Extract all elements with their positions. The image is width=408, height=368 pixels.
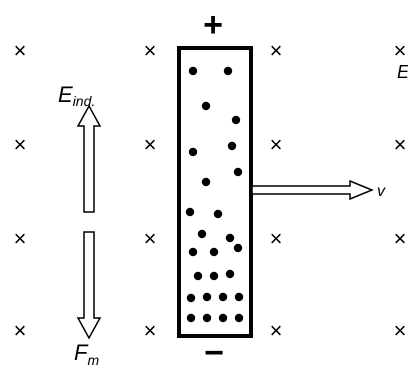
charge-dot	[231, 115, 241, 125]
charge-dot	[186, 293, 196, 303]
field-marker-x: ×	[270, 226, 283, 251]
field-marker-x: ×	[270, 132, 283, 157]
charge-dot	[185, 207, 195, 217]
charge-dot	[201, 177, 211, 187]
right-edge-label: E	[397, 62, 408, 82]
charge-dot	[233, 167, 243, 177]
field-marker-x: ×	[144, 38, 157, 63]
charge-dot	[188, 66, 198, 76]
magnetic-field-markers: × × × × × × × × × × × × × × × ×	[14, 38, 407, 343]
induced-field-arrow	[76, 104, 102, 213]
charge-dot	[202, 292, 212, 302]
field-marker-x: ×	[394, 38, 407, 63]
charge-dot	[188, 147, 198, 157]
charge-dots	[185, 66, 244, 323]
field-marker-x: ×	[270, 38, 283, 63]
velocity-label: v	[377, 183, 386, 200]
charge-dot	[186, 313, 196, 323]
field-marker-x: ×	[14, 226, 27, 251]
charge-dot	[223, 66, 233, 76]
field-marker-x: ×	[14, 132, 27, 157]
charge-dot	[233, 243, 243, 253]
field-marker-x: ×	[394, 132, 407, 157]
field-marker-x: ×	[394, 318, 407, 343]
field-marker-x: ×	[14, 318, 27, 343]
induced-field-subscript: ind.	[73, 93, 96, 109]
velocity-arrow	[251, 179, 374, 201]
field-marker-x: ×	[394, 226, 407, 251]
induced-field-symbol: E	[58, 82, 73, 107]
charge-dot	[225, 233, 235, 243]
negative-terminal-label: −	[204, 334, 224, 368]
magnetic-force-arrow	[76, 231, 102, 340]
field-marker-x: ×	[144, 226, 157, 251]
field-marker-x: ×	[144, 132, 157, 157]
charge-dot	[234, 292, 244, 302]
induced-field-label: Eind.	[58, 82, 95, 109]
conductor-bar	[177, 46, 253, 338]
charge-dot	[225, 269, 235, 279]
magnetic-force-subscript: m	[87, 352, 99, 368]
charge-dot	[193, 271, 203, 281]
charge-dot	[234, 313, 244, 323]
charge-dot	[213, 209, 223, 219]
field-marker-x: ×	[270, 318, 283, 343]
magnetic-force-label: Fm	[74, 340, 99, 368]
charge-dot	[218, 313, 228, 323]
charge-dot	[202, 313, 212, 323]
charge-dot	[209, 247, 219, 257]
field-marker-x: ×	[14, 38, 27, 63]
charge-dot	[188, 247, 198, 257]
charge-dot	[227, 141, 237, 151]
positive-terminal-label: +	[203, 6, 223, 44]
charge-dot	[209, 271, 219, 281]
magnetic-force-symbol: F	[74, 340, 89, 365]
charge-dot	[201, 101, 211, 111]
charge-dot	[197, 229, 207, 239]
field-marker-x: ×	[144, 318, 157, 343]
charge-dot	[218, 292, 228, 302]
